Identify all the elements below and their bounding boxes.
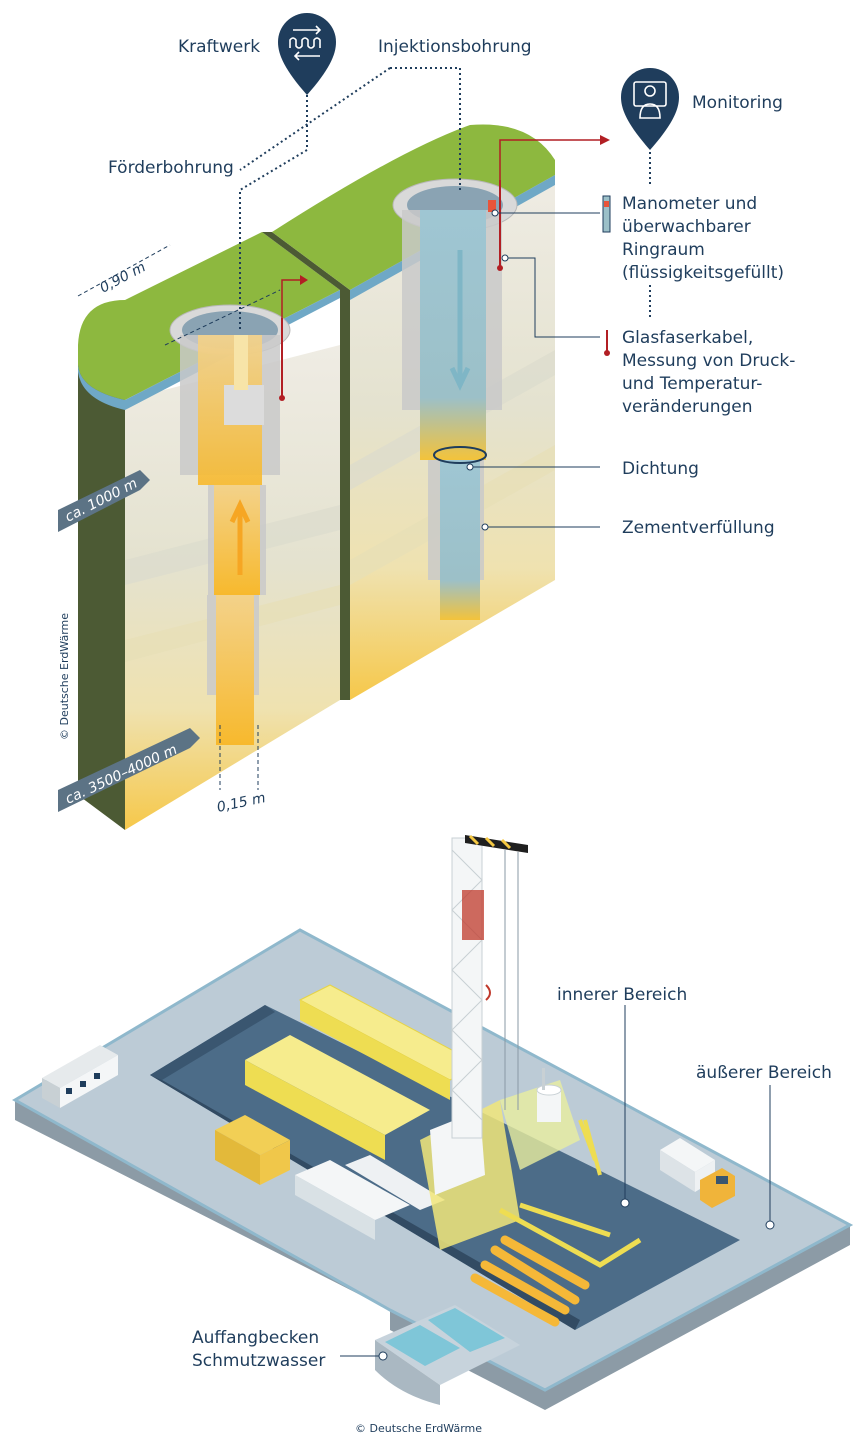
label-basin-2: Schmutzwasser bbox=[192, 1351, 325, 1371]
label-glas-4: veränderungen bbox=[622, 397, 753, 417]
label-foerderbohrung: Förderbohrung bbox=[108, 158, 234, 178]
office-container bbox=[42, 1045, 118, 1108]
label-basin-1: Auffangbecken bbox=[192, 1328, 319, 1348]
label-manometer-4: (flüssigkeitsgefüllt) bbox=[622, 263, 784, 283]
dimension-lines bbox=[77, 244, 281, 790]
label-manometer-3: Ringraum bbox=[622, 240, 705, 260]
production-well bbox=[169, 275, 308, 745]
label-zementverfuellung: Zementverfüllung bbox=[622, 518, 775, 538]
label-manometer-1: Manometer und bbox=[622, 194, 757, 214]
label-glas-3: und Temperatur- bbox=[622, 374, 762, 394]
drilling-mast bbox=[451, 834, 528, 1139]
injection-well bbox=[392, 135, 610, 620]
label-monitoring: Monitoring bbox=[692, 93, 783, 113]
leader-lines bbox=[470, 212, 600, 528]
label-dichtung: Dichtung bbox=[622, 459, 699, 479]
truck bbox=[660, 1138, 735, 1208]
top-width-label: 0,90 m bbox=[97, 259, 148, 296]
label-inner-area: innerer Bereich bbox=[557, 985, 687, 1005]
yellow-equipment bbox=[215, 984, 602, 1250]
connector-lines bbox=[239, 67, 651, 330]
manometer-symbol bbox=[602, 195, 611, 233]
label-injektionsbohrung: Injektionsbohrung bbox=[378, 37, 532, 57]
bottom-width-label: 0,15 m bbox=[216, 790, 268, 816]
copyright-bottom: © Deutsche ErdWärme bbox=[355, 1422, 482, 1435]
label-glas-1: Glasfaserkabel, bbox=[622, 328, 753, 348]
label-kraftwerk: Kraftwerk bbox=[178, 37, 260, 57]
label-outer-area: äußerer Bereich bbox=[696, 1063, 832, 1083]
copyright-top: © Deutsche ErdWärme bbox=[58, 613, 71, 740]
tank bbox=[536, 1068, 562, 1122]
dirty-water-basin bbox=[375, 1305, 520, 1405]
label-manometer-2: überwachbarer bbox=[622, 217, 751, 237]
pipe-stack bbox=[470, 1235, 590, 1327]
power-plant-icon bbox=[278, 13, 336, 95]
monitoring-person-icon bbox=[621, 68, 679, 150]
basin-marker bbox=[378, 1351, 388, 1361]
bottom-leader-lines bbox=[624, 1005, 771, 1222]
label-glas-2: Messung von Druck- bbox=[622, 351, 795, 371]
